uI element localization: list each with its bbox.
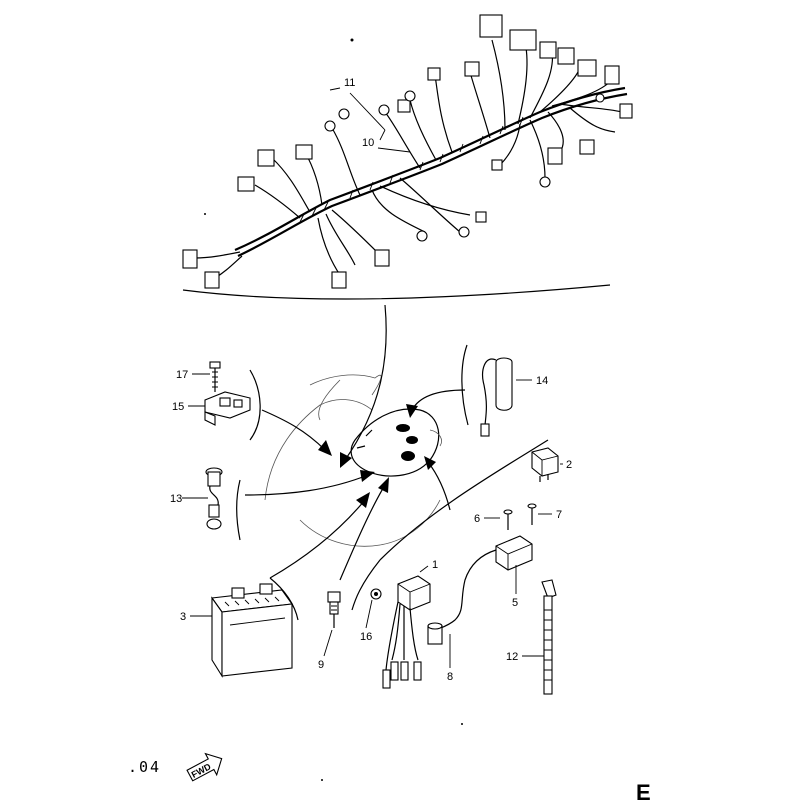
harness-connectors <box>182 14 633 289</box>
callout-16: 16 <box>360 631 372 643</box>
page-number-fragment: .04 <box>128 758 161 776</box>
callout-labels: 11 10 17 15 13 14 2 6 7 1 5 3 16 9 8 12 <box>170 77 572 683</box>
part-5-ignition-coil <box>435 535 533 631</box>
part-7-screw <box>527 503 537 525</box>
callout-7: 7 <box>556 509 562 521</box>
scan-specks <box>204 38 463 781</box>
fwd-arrow: FWD <box>186 752 223 782</box>
callout-11: 11 <box>344 77 355 89</box>
callout-8: 8 <box>447 671 453 683</box>
part-15-rectifier <box>204 391 251 426</box>
part-13-fuse <box>205 467 223 530</box>
page-fragment: .04 <box>128 758 161 776</box>
corner-fragment: E <box>636 780 651 800</box>
part-9-switch <box>327 591 341 628</box>
location-arrows <box>244 304 466 581</box>
callout-3: 3 <box>180 611 186 623</box>
section-curves <box>182 284 611 621</box>
part-17-bolt <box>209 361 221 392</box>
callout-14: 14 <box>536 375 548 387</box>
leader-lines <box>182 87 563 668</box>
callout-9: 9 <box>318 659 324 671</box>
part-1-cdi-unit <box>382 575 431 689</box>
callout-2: 2 <box>566 459 572 471</box>
callout-6: 6 <box>474 513 480 525</box>
part-14-grip-heater <box>480 357 513 437</box>
callout-1: 1 <box>432 559 438 571</box>
callout-10: 10 <box>362 137 374 149</box>
part-8-plug-cap <box>427 622 443 645</box>
callout-5: 5 <box>512 597 518 609</box>
callout-13: 13 <box>170 493 182 505</box>
body-outline <box>264 374 442 547</box>
callout-15: 15 <box>172 401 184 413</box>
part-16-connector <box>370 588 382 600</box>
part-2-relay <box>531 447 559 482</box>
callout-17: 17 <box>176 369 188 381</box>
part-6-screw <box>503 509 513 530</box>
part-3-battery <box>211 583 293 678</box>
part-12-band <box>541 579 557 695</box>
callout-12: 12 <box>506 651 518 663</box>
